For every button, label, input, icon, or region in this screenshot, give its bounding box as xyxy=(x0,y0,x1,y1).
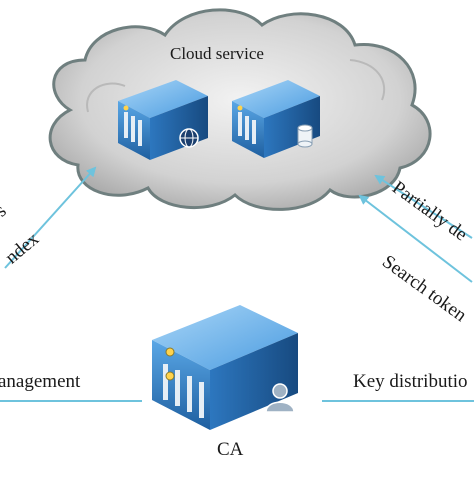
cloud-server-2 xyxy=(232,80,320,158)
right-bottom-edge-label: Key distributio xyxy=(353,371,468,392)
ca-server xyxy=(152,305,298,430)
user-icon xyxy=(265,383,295,413)
globe-icon xyxy=(179,128,199,148)
cloud-service-label: Cloud service xyxy=(170,44,264,63)
database-icon xyxy=(297,124,313,148)
arrow-right-lower xyxy=(358,194,473,283)
arrow-left-up xyxy=(4,166,97,269)
arrow-right-upper xyxy=(374,174,473,239)
ca-label: CA xyxy=(217,439,244,460)
left-bottom-edge-label: anagement xyxy=(0,371,81,392)
cloud-server-1 xyxy=(118,80,208,160)
